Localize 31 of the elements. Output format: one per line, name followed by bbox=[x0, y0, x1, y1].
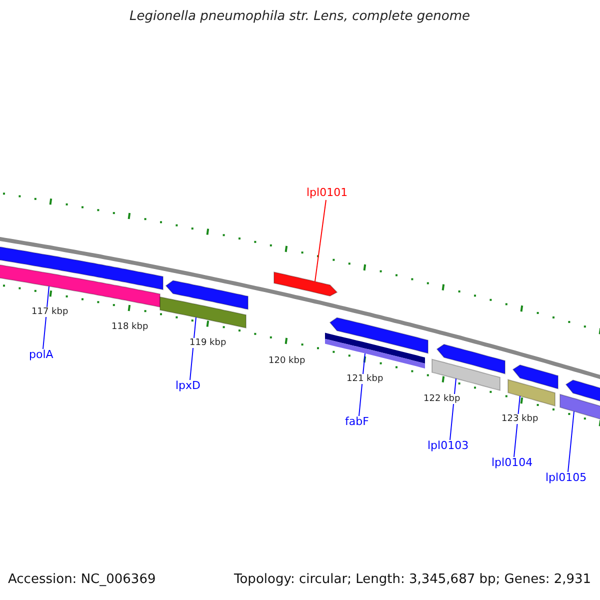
gene-bar bbox=[0, 262, 160, 308]
scale-label: 120 kbp bbox=[268, 356, 306, 366]
gene-block bbox=[436, 344, 506, 374]
scale-label: 117 kbp bbox=[30, 307, 70, 318]
title: Legionella pneumophila str. Lens, complete genome bbox=[130, 10, 470, 25]
scale-label: 121 kbp bbox=[346, 374, 384, 384]
leader-line bbox=[314, 200, 326, 282]
gene-block bbox=[329, 317, 428, 354]
genome-info-text: Topology: circular; Length: 3,345,687 bp; Genes: 2,931 bbox=[234, 573, 592, 588]
gene-label: lpl0104 bbox=[492, 457, 533, 470]
leader-line bbox=[514, 395, 520, 458]
scale-label: 122 kbp bbox=[422, 394, 462, 404]
gene-bar bbox=[325, 332, 425, 368]
scale-label: 119 kbp bbox=[188, 338, 228, 348]
gene-label: lpxD bbox=[176, 380, 201, 393]
accession-text: Accession: NC_006369 bbox=[8, 573, 156, 588]
gene-label: fabF bbox=[345, 416, 369, 429]
gene-block bbox=[274, 271, 338, 297]
gene-label: lpl0101 bbox=[306, 187, 348, 200]
gene-block bbox=[0, 244, 164, 290]
leader-line bbox=[568, 410, 574, 472]
gene-bar bbox=[160, 296, 246, 328]
scale-label: 123 kbp bbox=[500, 414, 540, 424]
scale-label: 118 kbp bbox=[110, 322, 150, 332]
gene-bar bbox=[432, 358, 500, 392]
gene-label: lpl0103 bbox=[428, 440, 469, 453]
gene-label: lpl0105 bbox=[546, 472, 587, 485]
gene-label: polA bbox=[29, 349, 54, 362]
gene-block bbox=[512, 364, 558, 390]
gene-bar bbox=[508, 378, 556, 407]
gene-block bbox=[165, 280, 248, 310]
